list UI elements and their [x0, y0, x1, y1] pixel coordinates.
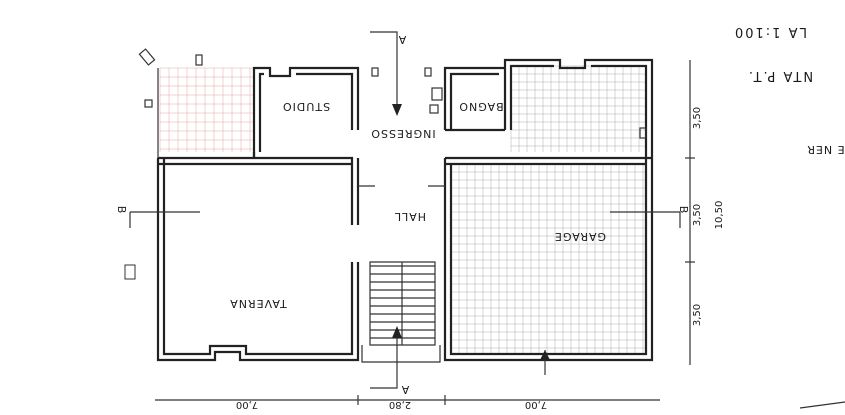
detail-marks — [124, 48, 845, 409]
room-label-studio: STUDIO — [282, 100, 330, 113]
dimension-lines — [155, 60, 695, 405]
dimension-right-bottom: 3,50 — [692, 304, 703, 326]
dimension-right-mid: 3,50 — [692, 204, 703, 226]
section-label-b-right: B — [677, 206, 690, 215]
dimension-right-top: 3,50 — [692, 107, 703, 129]
title-cut-text: UE NER — [806, 143, 845, 156]
room-label-taverna: TAVERNA — [229, 297, 288, 310]
title-scale: LA 1:100 — [733, 24, 807, 39]
dimension-right-total: 10,50 — [714, 201, 725, 230]
section-markers — [129, 31, 681, 389]
tile-grid-upper-left — [159, 67, 254, 152]
title-plan-name: NTA P.T. — [747, 68, 813, 83]
section-label-b-left: B — [115, 206, 128, 215]
section-label-a-top: A — [398, 33, 407, 46]
staircase — [370, 262, 435, 345]
room-label-bagno: BAGNO — [458, 100, 503, 113]
dimension-bottom-right: 7,00 — [525, 399, 547, 410]
dimension-bottom-mid: 2,80 — [389, 399, 411, 410]
room-label-ingresso: INGRESSO — [370, 127, 435, 140]
tile-grid-upper-right — [510, 65, 646, 152]
room-label-garage: GARAGE — [554, 230, 606, 243]
dimension-bottom-left: 7,00 — [236, 399, 258, 410]
tile-grid-garage — [450, 163, 646, 354]
section-label-a-bottom: A — [401, 383, 410, 396]
room-label-hall: HALL — [394, 210, 426, 223]
